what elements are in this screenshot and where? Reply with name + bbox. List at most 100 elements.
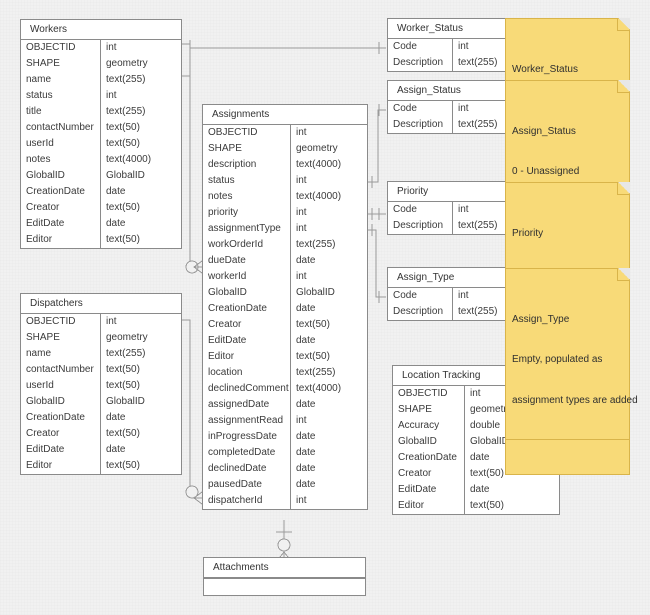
field-name: Editor: [203, 349, 291, 365]
field-name: Code: [388, 202, 453, 218]
field-type: text(255): [106, 348, 146, 359]
field-type: text(4000): [296, 191, 342, 202]
field-type: date: [106, 186, 126, 197]
field-type: date: [296, 255, 316, 266]
field-type: GlobalID: [106, 170, 145, 181]
field-name: Creator: [203, 317, 291, 333]
field-name: SHAPE: [203, 141, 291, 157]
field-name: completedDate: [203, 445, 291, 461]
field-name: Editor: [393, 498, 465, 514]
table-row: Creator text(50): [393, 466, 559, 482]
field-type: text(255): [458, 119, 498, 130]
field-name: priority: [203, 205, 291, 221]
note-line: assignment types are added: [512, 394, 638, 406]
field-name: Editor: [21, 232, 101, 248]
field-name: Creator: [393, 466, 465, 482]
field-name: GlobalID: [203, 285, 291, 301]
note-title: Assign_Type: [512, 314, 570, 326]
field-name: dispatcherId: [203, 493, 291, 509]
field-type: text(50): [470, 468, 504, 479]
field-type: text(50): [296, 319, 330, 330]
field-type: geometry: [106, 332, 148, 343]
field-type: text(50): [106, 428, 140, 439]
field-type: int: [470, 388, 481, 399]
field-name: OBJECTID: [203, 125, 291, 141]
field-name: status: [21, 88, 101, 104]
field-type: double: [470, 420, 501, 431]
field-name: workOrderId: [203, 237, 291, 253]
entity-priority-title: Priority: [388, 182, 505, 202]
note-title: Worker_Status: [512, 64, 578, 76]
field-type: int: [296, 207, 307, 218]
field-type: geometry: [296, 143, 338, 154]
field-name: Code: [388, 39, 453, 55]
note-title: Priority: [512, 228, 544, 240]
entity-assign-type-title: Assign_Type: [388, 268, 505, 288]
entity-attachments[interactable]: Attachments: [203, 557, 366, 596]
field-name: CreationDate: [203, 301, 291, 317]
field-type: text(50): [106, 138, 140, 149]
field-name: EditDate: [21, 216, 101, 232]
field-type: GlobalID: [296, 287, 335, 298]
field-name: declinedComment: [203, 381, 291, 397]
field-type: date: [296, 431, 316, 442]
field-type: int: [458, 41, 469, 52]
field-type: date: [106, 444, 126, 455]
field-type: text(255): [296, 239, 336, 250]
field-name: Description: [388, 117, 453, 133]
field-type: GlobalID: [106, 396, 145, 407]
field-name: SHAPE: [393, 402, 465, 418]
note-line: 0 - Unassigned: [512, 166, 580, 178]
entity-assign-status-title: Assign_Status: [388, 81, 505, 101]
table-row: GlobalID GlobalID: [203, 285, 367, 301]
note-assign-type[interactable]: Assign_Type Empty, populated as assignme…: [505, 268, 638, 440]
field-type: date: [296, 303, 316, 314]
field-name: notes: [21, 152, 101, 168]
field-type: text(255): [458, 306, 498, 317]
field-type: text(50): [106, 380, 140, 391]
field-name: CreationDate: [21, 410, 101, 426]
dogear-icon: [617, 80, 630, 93]
